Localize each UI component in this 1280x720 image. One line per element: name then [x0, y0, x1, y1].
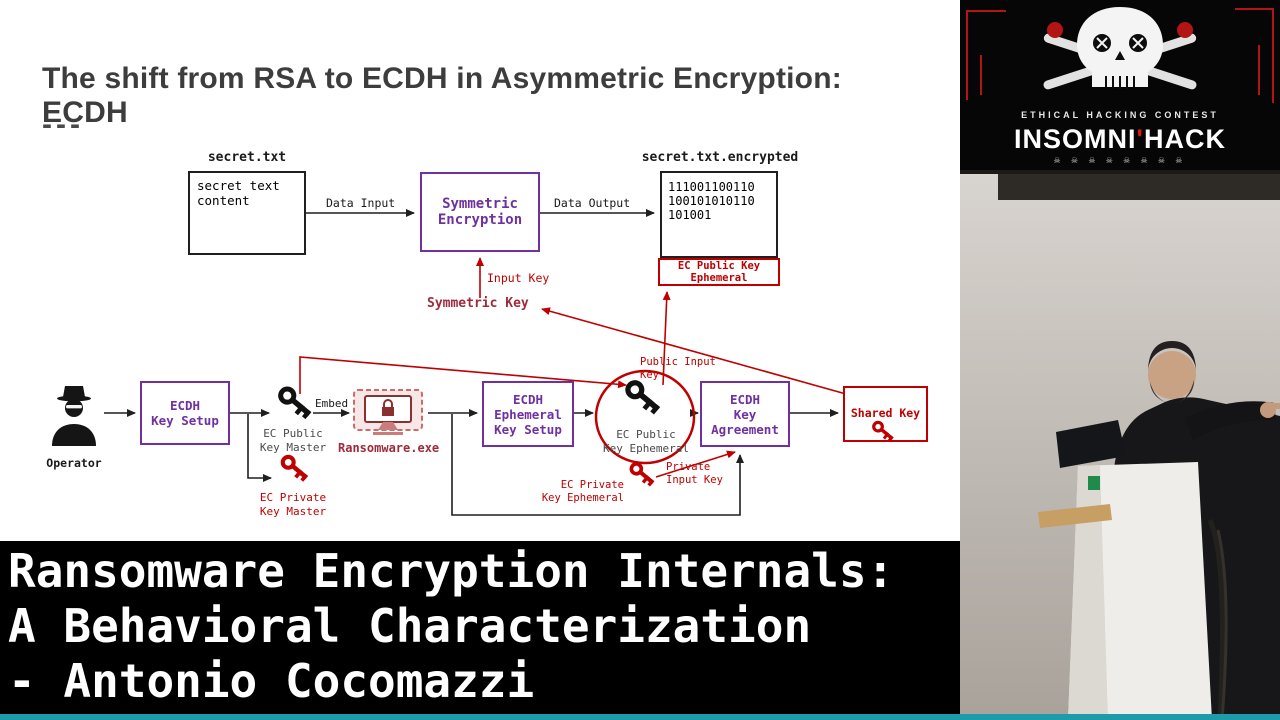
banner-line-1: Ransomware Encryption Internals:	[8, 544, 895, 598]
ec-private-key-master-icon	[274, 451, 313, 489]
private-input-key-label: Private Input Key	[666, 461, 723, 486]
banner-line-2: A Behavioral Characterization	[8, 599, 812, 654]
speaker-hair	[1148, 341, 1196, 372]
data-output-label: Data Output	[554, 196, 631, 210]
embed-label: Embed	[315, 397, 349, 410]
ec-public-key-master-label: EC Public Key Master	[259, 427, 327, 454]
slide-title: The shift from RSA to ECDH in Asymmetric…	[42, 62, 842, 129]
operator-label: Operator	[46, 456, 102, 470]
circuit-decor	[966, 10, 1006, 12]
ec-public-key-master-icon	[271, 382, 318, 427]
video-progress-bar[interactable]	[0, 714, 1280, 720]
pointing-finger	[1268, 403, 1280, 409]
ecdh-key-setup-box: ECDH Key Setup	[140, 381, 230, 445]
symmetric-encryption-box: Symmetric Encryption	[420, 172, 540, 252]
encrypted-file-box: 111001100110 100101010110 101001	[660, 171, 778, 258]
ransomware-monitor-icon	[352, 388, 424, 445]
cable	[1216, 529, 1228, 720]
speaker-head	[1148, 351, 1196, 399]
speaker-video	[960, 170, 1280, 720]
skull-icon	[1035, 2, 1205, 111]
encrypted-file-label: secret.txt.encrypted	[641, 150, 799, 165]
circuit-decor	[1235, 8, 1274, 10]
secret-file-label: secret.txt	[207, 150, 287, 165]
ec-private-key-ephemeral-icon	[623, 459, 659, 494]
insomnihack-wordmark: INSOMNI'HACK	[1014, 124, 1226, 154]
symmetric-key-label: Symmetric Key	[427, 296, 529, 311]
shared-key-box: Shared Key	[843, 386, 928, 442]
ecdh-key-agreement-box: ECDH Key Agreement	[700, 381, 790, 447]
laptop	[1056, 420, 1126, 468]
circuit-decor	[1258, 45, 1260, 95]
banner-line-3: - Antonio Cocomazzi	[8, 654, 535, 709]
ec-public-key-ephemeral-icon	[618, 376, 667, 423]
operator-icon	[46, 384, 102, 451]
secret-file-box: secret text content	[188, 171, 306, 255]
presentation-slide: The shift from RSA to ECDH in Asymmetric…	[42, 62, 928, 518]
slide-title-dashes: ---	[42, 108, 84, 141]
ec-private-key-master-label: EC Private Key Master	[259, 491, 327, 518]
input-key-label: Input Key	[487, 271, 550, 285]
appended-public-key-box: EC Public Key Ephemeral	[658, 258, 780, 286]
ceiling-band	[998, 170, 1280, 200]
ecdh-ephemeral-key-setup-box: ECDH Ephemeral Key Setup	[482, 381, 574, 447]
circuit-decor	[1272, 8, 1274, 103]
circuit-decor	[980, 55, 982, 95]
insomnihack-logo-panel: ETHICAL HACKING CONTEST INSOMNI'HACK ☠ ☠…	[960, 0, 1280, 170]
circuit-decor	[966, 10, 968, 100]
ransomware-label: Ransomware.exe	[338, 441, 440, 455]
cable	[1207, 518, 1225, 720]
shared-key-icon	[867, 407, 906, 447]
speaker-arm	[1185, 401, 1276, 440]
contest-label: ETHICAL HACKING CONTEST	[1021, 110, 1219, 120]
ec-private-key-ephemeral-label: EC Private Key Ephemeral	[541, 479, 624, 505]
public-input-key-label: Public Input Key	[640, 356, 716, 381]
podium-sticker	[1088, 476, 1100, 490]
ec-public-key-ephemeral-label: EC Public Key Ephemeral	[602, 428, 690, 455]
shared-key-label: Shared Key	[850, 406, 921, 420]
podium-shelf	[1038, 504, 1112, 528]
skull-row-decor: ☠ ☠ ☠ ☠ ☠ ☠ ☠ ☠	[1053, 156, 1187, 165]
data-input-label: Data Input	[326, 196, 396, 210]
talk-title-banner: Ransomware Encryption Internals: A Behav…	[0, 541, 960, 714]
